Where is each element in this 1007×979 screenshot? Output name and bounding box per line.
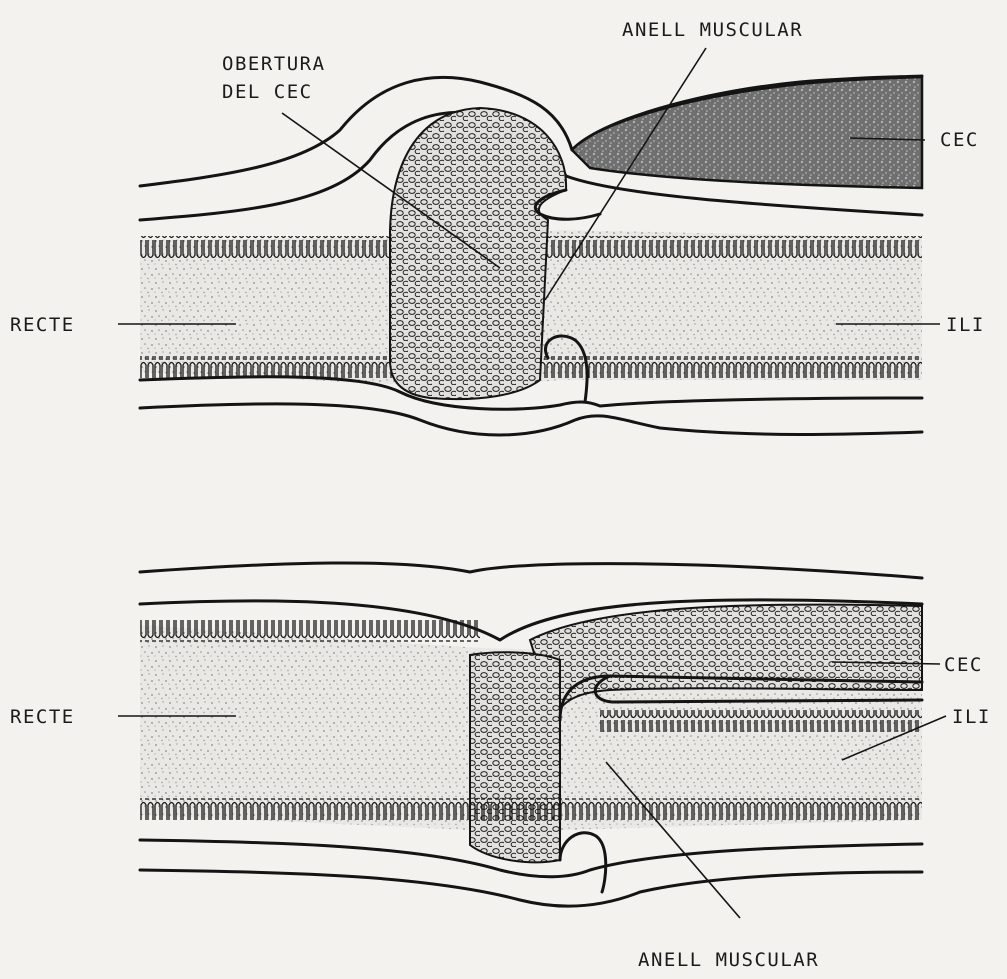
label-opening-line2: DEL CEC (222, 81, 313, 103)
top-caecum-shape (572, 77, 922, 188)
bottom-ring-fold-lower (560, 833, 606, 892)
bottom-villi-ileum (600, 710, 922, 732)
label-caecum-bottom: CEC (944, 654, 983, 676)
bottom-ring-column (470, 652, 560, 862)
label-rectum-bottom: RECTE (10, 706, 75, 728)
label-caecum-top: CEC (940, 129, 979, 151)
label-rectum-top: RECTE (10, 314, 75, 336)
label-opening-line1: OBERTURA (222, 53, 326, 75)
bottom-figure (140, 563, 922, 906)
label-ileum-bottom: ILI (952, 706, 991, 728)
top-caecal-opening (390, 108, 566, 399)
top-figure (140, 76, 922, 435)
label-muscular-ring-top: ANELL MUSCULAR (622, 19, 803, 41)
label-ileum-top: ILI (946, 314, 985, 336)
bottom-villi-lower (140, 798, 922, 820)
bottom-outer-wall-upper (140, 563, 922, 578)
label-muscular-ring-bottom: ANELL MUSCULAR (638, 949, 819, 971)
bottom-villi-upper (140, 620, 480, 642)
